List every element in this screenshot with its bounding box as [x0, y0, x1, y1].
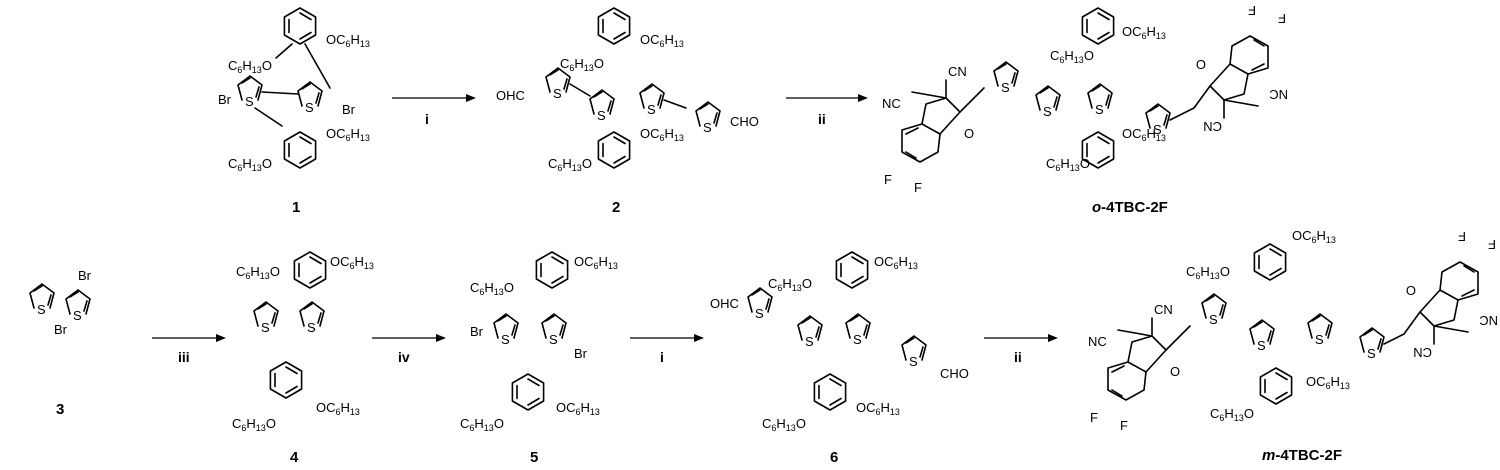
compound-m-4TBC-2F: m-4TBC-2F: [1087, 228, 1499, 464]
svg-text:Br: Br: [78, 268, 92, 283]
compound-4: 4: [232, 251, 374, 466]
svg-text:iv: iv: [398, 349, 410, 365]
compound-1: Br Br 1: [218, 7, 370, 216]
svg-text:5: 5: [530, 449, 538, 466]
svg-text:4: 4: [290, 449, 299, 466]
svg-text:o-4TBC-2F: o-4TBC-2F: [1092, 199, 1168, 216]
svg-text:3: 3: [56, 401, 64, 418]
reaction-arrow-i-2: i: [630, 334, 704, 365]
reaction-arrow-iv: iv: [372, 334, 446, 365]
svg-text:2: 2: [612, 199, 620, 216]
svg-text:6: 6: [830, 449, 838, 466]
svg-text:Br: Br: [342, 102, 356, 117]
svg-text:OHC: OHC: [710, 296, 739, 311]
svg-text:Br: Br: [218, 92, 232, 107]
svg-text:ii: ii: [1014, 349, 1022, 365]
reaction-arrow-i: i: [392, 94, 476, 127]
reaction-arrow-iii: iii: [152, 334, 226, 365]
svg-text:CHO: CHO: [940, 366, 969, 381]
svg-text:i: i: [425, 111, 429, 127]
svg-text:Br: Br: [574, 346, 588, 361]
svg-text:iii: iii: [178, 349, 190, 365]
compound-2: OHC CHO 2: [496, 7, 759, 216]
svg-text:1: 1: [292, 199, 300, 216]
compound-o-4TBC-2F: o-4TBC-2F: [881, 2, 1289, 216]
reaction-arrow-ii-2: ii: [984, 334, 1058, 365]
svg-text:Br: Br: [470, 324, 484, 339]
svg-text:Br: Br: [54, 322, 68, 337]
reaction-arrow-ii: ii: [786, 94, 868, 127]
svg-text:OHC: OHC: [496, 88, 525, 103]
compound-3: Br Br 3: [29, 268, 92, 418]
svg-text:ii: ii: [818, 111, 826, 127]
svg-text:m-4TBC-2F: m-4TBC-2F: [1262, 447, 1342, 464]
svg-text:i: i: [660, 349, 664, 365]
compound-6: OHC CHO 6: [710, 251, 969, 466]
svg-text:CHO: CHO: [730, 114, 759, 129]
compound-5: Br Br 5: [460, 251, 618, 466]
